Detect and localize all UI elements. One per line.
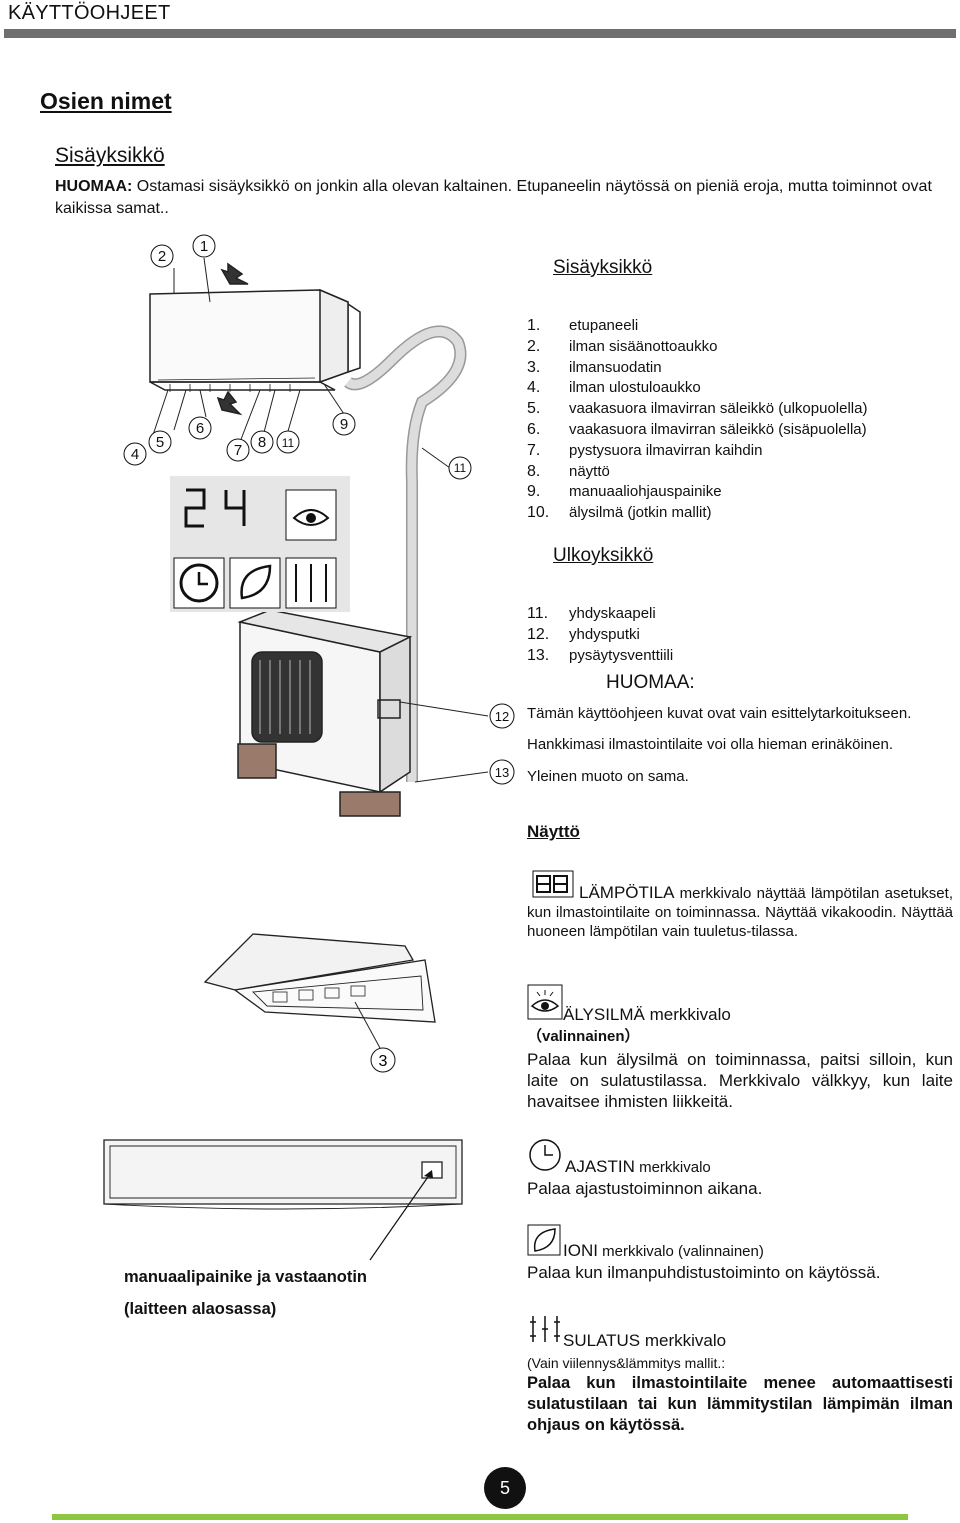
callout-2: 2 <box>151 245 173 267</box>
outdoor-list-title: Ulkoyksikkö <box>553 545 653 567</box>
part-item: 11.yhdyskaapeli <box>527 604 673 625</box>
callout-5: 5 <box>149 431 171 453</box>
indoor-note: HUOMAA: Ostamasi sisäyksikkö on jonkin a… <box>55 176 935 220</box>
ion-suffix: merkkivalo (valinnainen) <box>598 1243 764 1260</box>
defrost-indicator: SULATUS merkkivalo (Vain viilennys&lämmi… <box>527 1312 953 1436</box>
outdoor-note-title: HUOMAA: <box>606 672 695 694</box>
indoor-unit-heading: Sisäyksikkö <box>55 144 165 168</box>
callout-6: 6 <box>189 417 211 439</box>
part-item: 1.etupaneeli <box>527 316 867 337</box>
svg-text:5: 5 <box>156 434 164 451</box>
timer-indicator: AJASTIN merkkivalo Palaa ajastustoiminno… <box>527 1138 953 1198</box>
defrost-description: Palaa kun ilmastointilaite menee automaa… <box>527 1373 953 1436</box>
timer-label: AJASTIN <box>565 1157 635 1176</box>
note-text: Ostamasi sisäyksikkö on jonkin alla olev… <box>55 178 932 217</box>
smart-eye-description: Palaa kun älysilmä on toiminnassa, paits… <box>527 1049 953 1112</box>
smart-eye-icon <box>527 984 563 1025</box>
svg-text:3: 3 <box>379 1053 388 1070</box>
callout-9: 9 <box>333 413 355 435</box>
part-item: 8.näyttö <box>527 462 867 483</box>
svg-text:6: 6 <box>196 420 204 437</box>
smart-eye-label: ÄLYSILMÄ merkkivalo <box>563 1005 731 1024</box>
page-number-badge: 5 <box>484 1467 526 1509</box>
leaf-icon <box>527 1224 563 1261</box>
display-panel <box>170 476 350 612</box>
callout-11: 11 <box>449 457 471 479</box>
callout-13: 13 <box>490 760 514 784</box>
callout-11a: 11 <box>277 431 299 453</box>
callout-7: 7 <box>227 439 249 461</box>
part-item: 6.vaakasuora ilmavirran säleikkö (sisäpu… <box>527 420 867 441</box>
svg-text:11: 11 <box>282 436 295 450</box>
part-item: 10.älysilmä (jotkin mallit) <box>527 503 867 524</box>
outdoor-note-line: Tämän käyttöohjeen kuvat ovat vain esitt… <box>527 705 911 722</box>
defrost-subnote: (Vain viilennys&lämmitys mallit.: <box>527 1354 953 1373</box>
button-caption-line2: (laitteen alaosassa) <box>124 1300 276 1319</box>
indoor-list-title: Sisäyksikkö <box>553 257 652 279</box>
svg-text:12: 12 <box>495 709 509 724</box>
svg-text:9: 9 <box>340 416 348 433</box>
svg-text:4: 4 <box>131 446 139 463</box>
part-item: 3.ilmansuodatin <box>527 358 867 379</box>
outdoor-note-line: Yleinen muoto on sama. <box>527 768 689 785</box>
svg-text:1: 1 <box>200 238 208 255</box>
display-heading: Näyttö <box>527 822 580 842</box>
defrost-icon <box>527 1312 563 1351</box>
indoor-outdoor-diagram: 1 2 4 5 6 7 8 11 9 11 12 13 <box>110 232 520 822</box>
callout-1: 1 <box>193 235 215 257</box>
svg-text:7: 7 <box>234 442 242 459</box>
smart-eye-indicator: ÄLYSILMÄ merkkivalo （valinnainen） Palaa … <box>527 984 953 1112</box>
filter-illustration: 3 <box>195 930 445 1080</box>
svg-text:2: 2 <box>158 248 166 265</box>
footer-bar <box>52 1514 908 1520</box>
indoor-parts-list: 1.etupaneeli 2.ilman sisäänottoaukko 3.i… <box>527 316 867 524</box>
svg-text:8: 8 <box>258 434 266 451</box>
button-caption-line1: manuaalipainike ja vastaanotin <box>124 1268 367 1287</box>
temperature-label: LÄMPÖTILA <box>579 883 674 902</box>
part-item: 7.pystysuora ilmavirran kaihdin <box>527 441 867 462</box>
defrost-label: SULATUS merkkivalo <box>563 1331 726 1350</box>
ion-indicator: IONI merkkivalo (valinnainen) Palaa kun … <box>527 1224 953 1282</box>
callout-8: 8 <box>251 431 273 453</box>
unit-bottom-illustration <box>100 1134 470 1264</box>
part-item: 13.pysäytysventtiili <box>527 646 673 667</box>
section-title: Osien nimet <box>40 88 172 115</box>
ion-description: Palaa kun ilmanpuhdistustoiminto on käyt… <box>527 1263 953 1282</box>
timer-description: Palaa ajastustoiminnon aikana. <box>527 1179 953 1198</box>
callout-3: 3 <box>371 1048 395 1072</box>
svg-text:11: 11 <box>454 461 467 475</box>
outdoor-parts-list: 11.yhdyskaapeli 12.yhdysputki 13.pysäyty… <box>527 604 673 666</box>
ion-label: IONI <box>563 1241 598 1260</box>
part-item: 4.ilman ulostuloaukko <box>527 378 867 399</box>
clock-icon <box>527 1138 565 1177</box>
note-label: HUOMAA: <box>55 178 132 195</box>
timer-suffix: merkkivalo <box>635 1159 711 1176</box>
callout-4: 4 <box>124 443 146 465</box>
outdoor-note-line: Hankkimasi ilmastointilaite voi olla hie… <box>527 736 893 753</box>
header-divider <box>4 29 956 38</box>
part-item: 9.manuaaliohjauspainike <box>527 482 867 503</box>
temperature-digits-icon <box>527 870 579 903</box>
smart-eye-optional: （valinnainen） <box>527 1027 953 1046</box>
part-item: 12.yhdysputki <box>527 625 673 646</box>
callout-12: 12 <box>490 704 514 728</box>
svg-text:13: 13 <box>495 765 509 780</box>
document-header-title: KÄYTTÖOHJEET <box>8 2 171 25</box>
temperature-indicator: LÄMPÖTILA merkkivalo näyttää lämpötilan … <box>527 870 953 941</box>
part-item: 2.ilman sisäänottoaukko <box>527 337 867 358</box>
part-item: 5.vaakasuora ilmavirran säleikkö (ulkopu… <box>527 399 867 420</box>
